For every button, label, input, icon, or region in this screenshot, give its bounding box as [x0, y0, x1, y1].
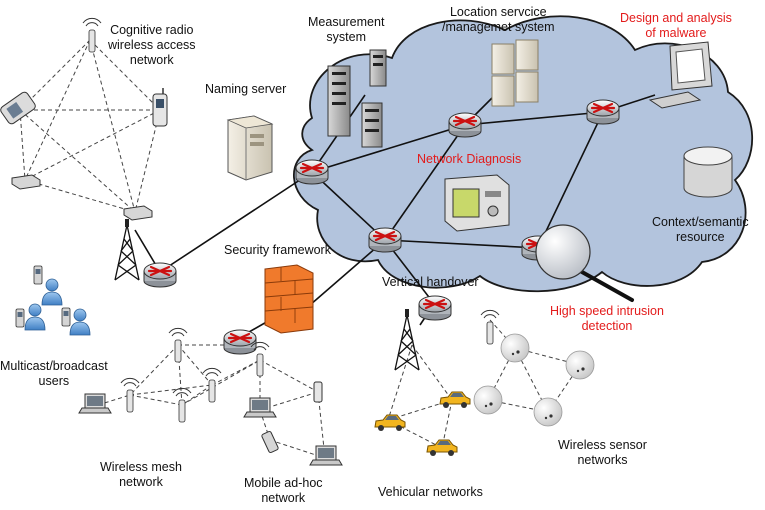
sensor-node-icon — [565, 350, 595, 380]
label-vehicular-networks: Vehicular networks — [378, 485, 483, 499]
sensor-node-icon — [473, 385, 503, 415]
firewall-icon — [264, 264, 314, 334]
cellphone-icon — [152, 88, 168, 127]
cognitive-radio-links — [19, 39, 161, 213]
server-tower-icon — [226, 115, 274, 181]
label-naming-server: Naming server — [205, 82, 287, 96]
cellphone-icon — [313, 381, 323, 403]
access-point-icon — [120, 377, 140, 413]
car-icon — [426, 439, 458, 457]
sensor-node-icon — [533, 397, 563, 427]
laptop-icon — [78, 393, 112, 414]
access-point-icon — [172, 387, 192, 423]
laptop-icon — [243, 397, 277, 418]
cellphone-icon — [261, 430, 279, 454]
analyzer-device-icon — [444, 174, 510, 232]
cell-tower-icon — [394, 308, 420, 371]
modem-icon — [11, 174, 41, 190]
label-location-service: Location servcice/managemet system — [442, 5, 555, 34]
label-security-framework: Security framework — [224, 243, 331, 257]
router-icon — [585, 98, 621, 126]
car-icon — [374, 414, 406, 432]
sensor-node-icon — [500, 333, 530, 363]
router-icon — [142, 261, 178, 289]
access-point-icon — [82, 17, 102, 53]
label-vertical-handover: Vertical handover — [382, 275, 479, 289]
router-icon — [367, 226, 403, 254]
router-icon — [294, 158, 330, 186]
cellphone-icon — [0, 91, 36, 125]
access-point-icon — [168, 327, 188, 363]
user-group-icon — [15, 265, 91, 336]
magnifying-glass-icon — [535, 224, 591, 280]
modem-icon — [123, 205, 153, 221]
car-icon — [439, 391, 471, 409]
access-point-icon — [202, 367, 222, 403]
server-rack-icon — [327, 65, 351, 137]
label-network-diagnosis: Network Diagnosis — [417, 152, 522, 166]
server-cluster-icon — [491, 39, 539, 107]
router-icon — [447, 111, 483, 139]
server-rack-icon — [369, 49, 387, 87]
server-rack-icon — [361, 102, 383, 148]
router-icon — [222, 328, 258, 356]
network-cloud — [293, 15, 754, 293]
laptop-icon — [309, 445, 343, 466]
cell-tower-icon — [114, 218, 140, 281]
database-cylinder-icon — [683, 146, 733, 198]
router-icon — [417, 294, 453, 322]
monitor-workstation-icon — [648, 41, 713, 109]
